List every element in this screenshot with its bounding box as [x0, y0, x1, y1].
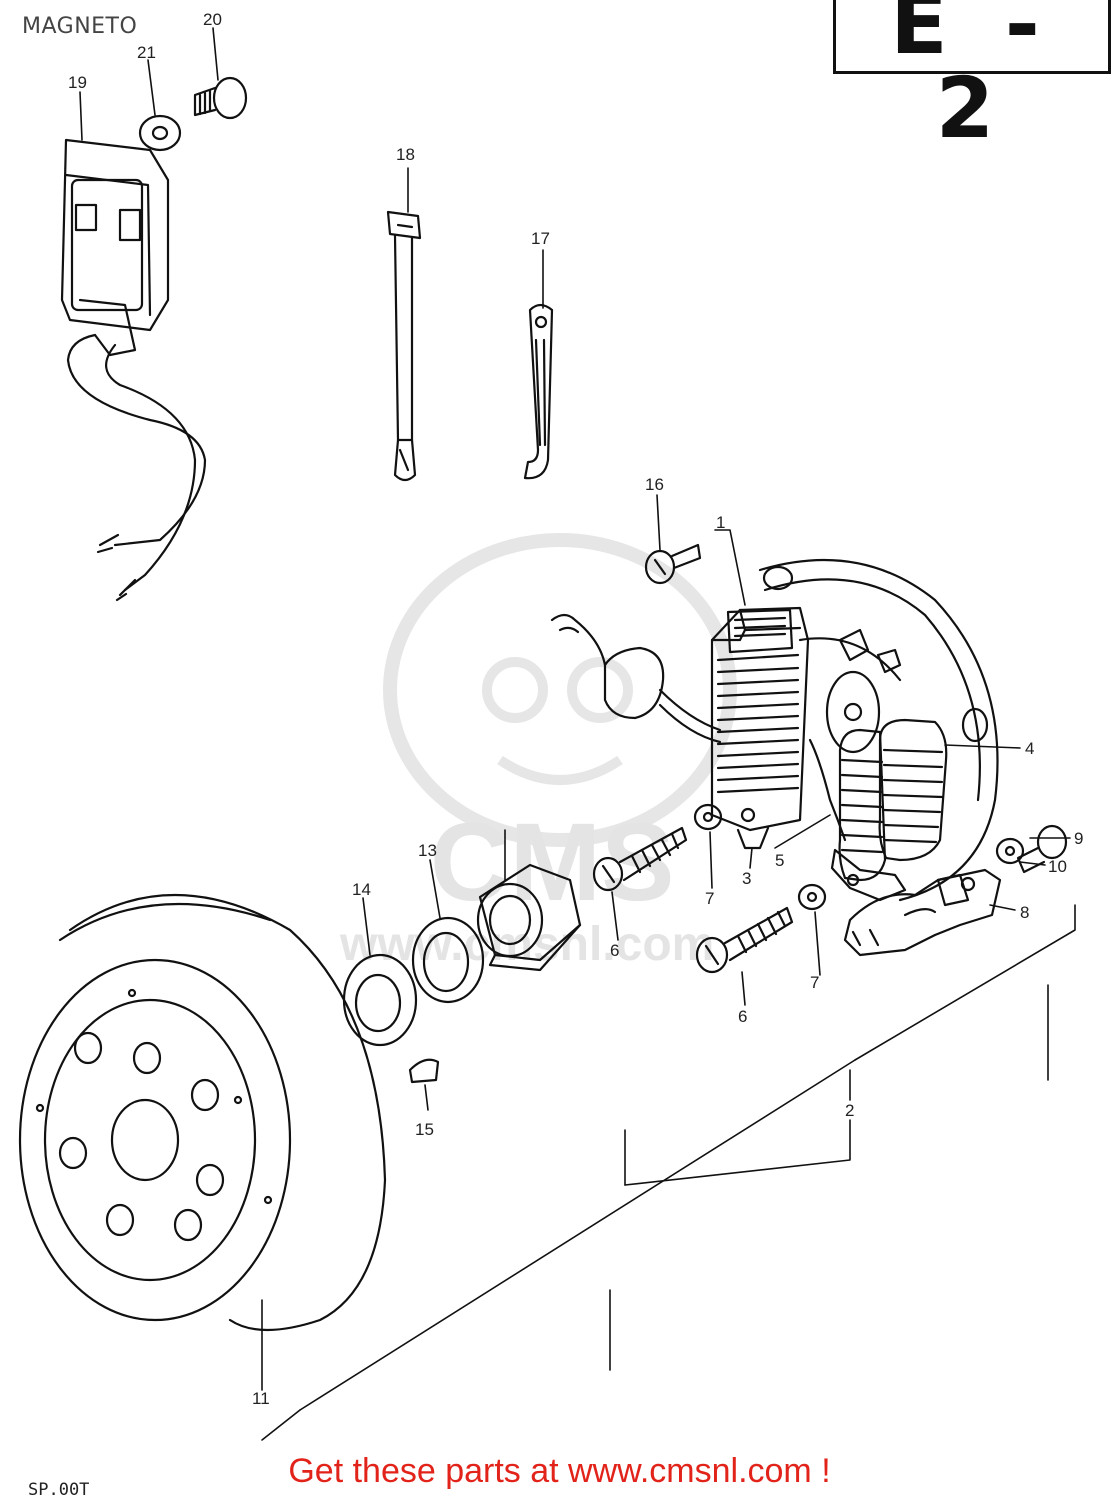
callout-7-lower: 7 [810, 973, 819, 992]
callout-6-lower: 6 [738, 1007, 747, 1026]
stator-plate-part-1 [758, 558, 999, 902]
callout-19: 19 [68, 73, 87, 92]
washer-part-7-lower [797, 883, 827, 911]
callout-1: 1 [716, 513, 725, 532]
washer-part-21 [138, 114, 182, 152]
callout-8: 8 [1020, 903, 1029, 922]
washer-part-10 [995, 837, 1025, 865]
leader-lines [79, 27, 1076, 1441]
callout-21: 21 [137, 43, 156, 62]
spring-washer-part-13 [411, 916, 485, 1004]
stator-wire-grommet [550, 613, 722, 744]
flywheel-rotor-part-11 [18, 893, 387, 1332]
callout-20: 20 [203, 10, 222, 29]
callout-2: 2 [845, 1101, 854, 1120]
screw-part-16 [644, 543, 702, 585]
callout-13: 13 [418, 841, 437, 860]
screw-part-20 [193, 76, 248, 120]
cms-watermark-logo: CMS www.cmsnl.com [339, 533, 737, 971]
strap-part-18 [386, 210, 422, 482]
callout-9: 9 [1074, 829, 1083, 848]
callout-4: 4 [1025, 739, 1034, 758]
screw-part-6-lower [695, 906, 794, 974]
trigger-part-8 [843, 868, 1002, 957]
callout-10: 10 [1048, 857, 1067, 876]
callout-3: 3 [742, 869, 751, 888]
callout-18: 18 [396, 145, 415, 164]
drawing-code: SP.00T [28, 1480, 90, 1500]
clamp-part-17 [523, 303, 554, 480]
lighting-coil-part-3 [710, 606, 810, 850]
washer-part-7-upper [693, 803, 723, 831]
callout-14: 14 [352, 880, 371, 899]
callout-labels: 1 2 3 4 5 6 6 7 7 8 9 10 11 13 14 15 16 … [68, 10, 1083, 1408]
exciter-coil-part-4 [878, 718, 948, 862]
watermark-url-text: www.cmsnl.com [339, 918, 714, 971]
key-part-15 [408, 1058, 440, 1084]
section-code-box: E - 2 [833, 0, 1111, 150]
watermark-logo-text: CMS [430, 801, 674, 924]
callout-17: 17 [531, 229, 550, 248]
pulser-coil-part-5 [808, 728, 907, 902]
screw-part-6-upper [592, 826, 688, 892]
section-code: E - 2 [890, 0, 1054, 157]
callout-7-upper: 7 [705, 889, 714, 908]
callout-15: 15 [415, 1120, 434, 1139]
promo-link-text[interactable]: Get these parts at www.cmsnl.com ! [288, 1452, 831, 1490]
callout-6-upper: 6 [610, 941, 619, 960]
cdi-unit-part-19 [60, 138, 207, 602]
screw-part-9 [1016, 824, 1068, 874]
callout-5: 5 [775, 851, 784, 870]
page-title: MAGNETO [22, 14, 138, 39]
callout-16: 16 [645, 475, 664, 494]
nut-part-12 [476, 863, 582, 972]
callout-11: 11 [252, 1389, 270, 1408]
